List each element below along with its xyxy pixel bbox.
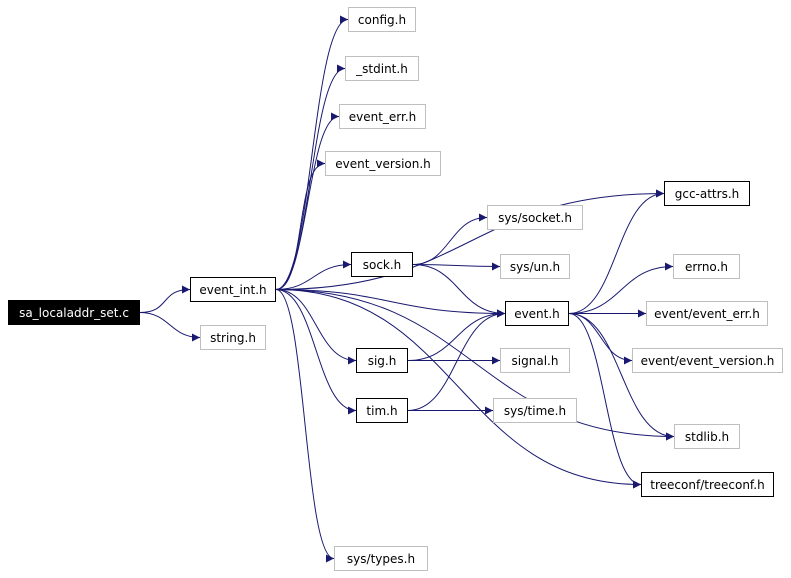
node-sys-time-h: sys/time.h xyxy=(493,398,577,423)
edge-sig-h-to-event-h xyxy=(407,309,506,361)
node-sa-localaddr-set-c: sa_localaddr_set.c xyxy=(8,300,140,325)
node-treeconf-h[interactable]: treeconf/treeconf.h xyxy=(641,472,774,497)
node-tim-h[interactable]: tim.h xyxy=(356,398,408,423)
edges-layer xyxy=(139,15,675,563)
edge-event-int-h-to-sig-h xyxy=(275,289,357,365)
edge-event-h-to-stdlib-h xyxy=(568,313,675,441)
edge-event-int-h-to-gcc-attrs-h xyxy=(275,189,665,290)
edge-event-int-h-to-sys-types-h xyxy=(275,289,335,563)
edge-sock-h-to-sys-socket-h xyxy=(412,213,488,265)
edge-event-int-h-to-tim-h xyxy=(275,289,357,415)
edge-event-int-h-to-treeconf-h xyxy=(275,289,642,489)
edge-tim-h-to-event-h xyxy=(407,309,506,411)
node-event-event-version-h: event/event_version.h xyxy=(632,348,783,373)
node-stdint-h: _stdint.h xyxy=(345,56,419,81)
node-stdlib-h: stdlib.h xyxy=(674,424,740,449)
edge-event-int-h-to-event-h xyxy=(275,289,506,318)
node-sig-h[interactable]: sig.h xyxy=(356,348,408,373)
edge-sa-localaddr-set-c-to-event-int-h xyxy=(139,285,191,313)
edge-event-int-h-to-sock-h xyxy=(275,260,352,290)
edge-event-int-h-to-config-h xyxy=(275,15,349,290)
node-signal-h: signal.h xyxy=(500,348,570,373)
edge-event-h-to-errno-h xyxy=(568,262,674,314)
node-event-event-err-h: event/event_err.h xyxy=(646,301,768,326)
node-sys-socket-h: sys/socket.h xyxy=(487,205,583,230)
edge-event-int-h-to-event-version-h xyxy=(275,159,326,290)
node-sys-un-h: sys/un.h xyxy=(500,254,570,279)
node-gcc-attrs-h[interactable]: gcc-attrs.h xyxy=(664,181,750,206)
node-string-h: string.h xyxy=(200,325,266,350)
edge-sock-h-to-sys-un-h xyxy=(412,262,501,271)
edge-event-h-to-gcc-attrs-h xyxy=(568,189,665,314)
node-event-version-h: event_version.h xyxy=(325,151,441,176)
edge-sa-localaddr-set-c-to-string-h xyxy=(139,312,201,342)
edge-event-int-h-to-stdlib-h xyxy=(275,289,675,441)
node-event-int-h[interactable]: event_int.h xyxy=(190,277,276,302)
node-config-h: config.h xyxy=(348,7,416,32)
node-sock-h[interactable]: sock.h xyxy=(351,252,413,277)
node-sys-types-h: sys/types.h xyxy=(334,546,428,571)
edge-sock-h-to-event-h xyxy=(412,264,506,318)
edge-event-h-to-treeconf-h xyxy=(568,313,642,489)
node-event-h[interactable]: event.h xyxy=(505,301,569,326)
node-event-err-h: event_err.h xyxy=(339,104,426,129)
node-errno-h: errno.h xyxy=(673,254,740,279)
